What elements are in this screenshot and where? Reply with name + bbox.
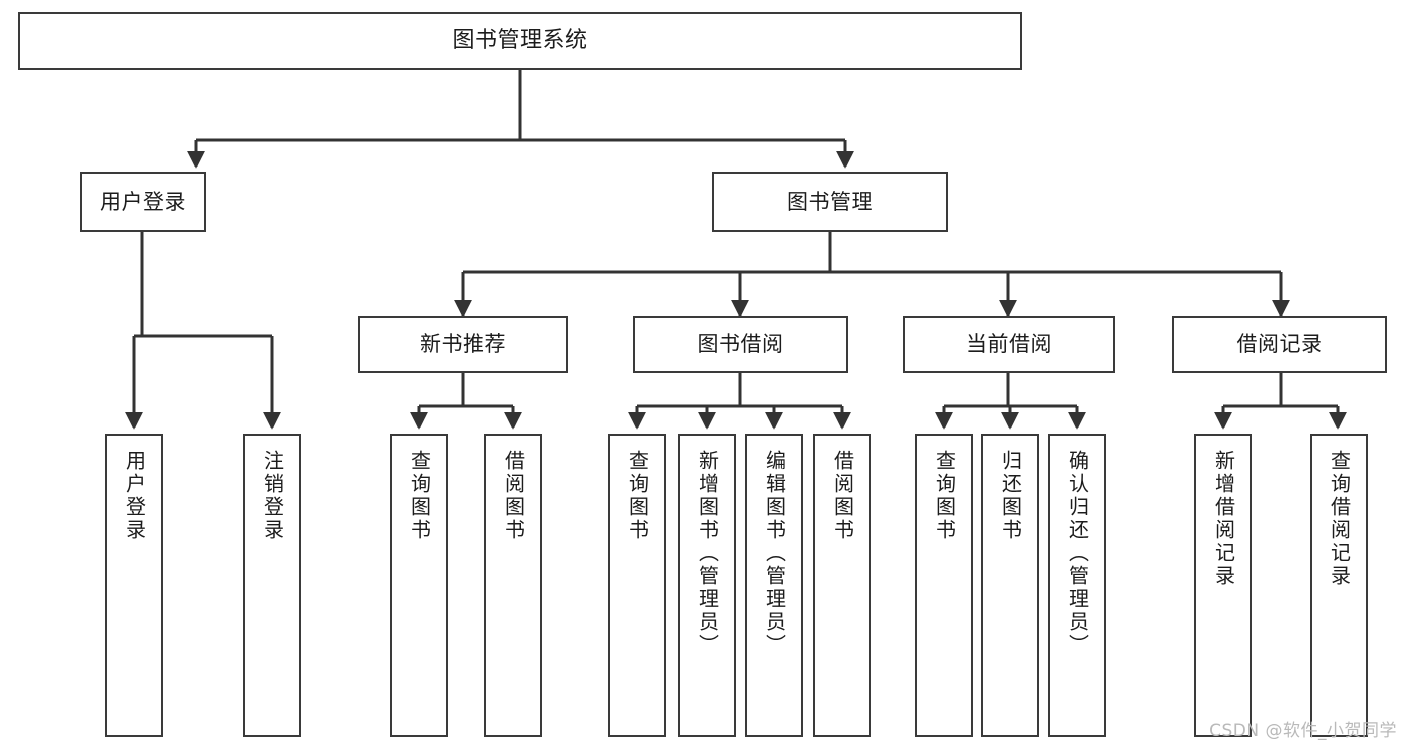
node-book-borrow[interactable]: 图书借阅 (633, 316, 848, 373)
node-current-borrow[interactable]: 当前借阅 (903, 316, 1115, 373)
node-leaf-edit-book[interactable]: 编辑图书（管理员） (745, 434, 803, 737)
node-leaf-user-login[interactable]: 用户登录 (105, 434, 163, 737)
node-leaf-confirm-return[interactable]: 确认归还（管理员） (1048, 434, 1106, 737)
node-book-manage[interactable]: 图书管理 (712, 172, 948, 232)
node-leaf-user-login-label: 用户登录 (122, 450, 147, 542)
node-book-manage-label: 图书管理 (787, 189, 873, 214)
node-new-book-recommend-label: 新书推荐 (420, 332, 506, 357)
node-user-login-label: 用户登录 (100, 189, 186, 214)
node-borrow-record[interactable]: 借阅记录 (1172, 316, 1387, 373)
node-leaf-confirm-return-label: 确认归还（管理员） (1065, 450, 1090, 657)
node-leaf-query-book-b[interactable]: 查询图书 (608, 434, 666, 737)
node-leaf-return-book-label: 归还图书 (998, 450, 1023, 542)
node-leaf-edit-book-label: 编辑图书（管理员） (762, 450, 787, 657)
node-leaf-query-book-c-label: 查询图书 (932, 450, 957, 542)
node-leaf-query-record-label: 查询借阅记录 (1327, 450, 1352, 588)
node-borrow-record-label: 借阅记录 (1236, 332, 1323, 357)
node-leaf-add-book[interactable]: 新增图书（管理员） (678, 434, 736, 737)
node-current-borrow-label: 当前借阅 (966, 332, 1052, 357)
node-leaf-borrow-book-a[interactable]: 借阅图书 (484, 434, 542, 737)
node-book-borrow-label: 图书借阅 (697, 332, 784, 357)
node-root[interactable]: 图书管理系统 (18, 12, 1022, 70)
node-leaf-return-book[interactable]: 归还图书 (981, 434, 1039, 737)
node-leaf-query-record[interactable]: 查询借阅记录 (1310, 434, 1368, 737)
node-leaf-query-book-a-label: 查询图书 (407, 450, 432, 542)
node-leaf-logout-login-label: 注销登录 (260, 450, 285, 542)
node-root-label: 图书管理系统 (452, 28, 588, 54)
watermark: CSDN @软件_小贺同学 (1209, 721, 1397, 741)
node-leaf-logout-login[interactable]: 注销登录 (243, 434, 301, 737)
node-leaf-query-book-b-label: 查询图书 (625, 450, 650, 542)
node-leaf-add-record-label: 新增借阅记录 (1211, 450, 1236, 588)
node-leaf-borrow-book-b[interactable]: 借阅图书 (813, 434, 871, 737)
node-leaf-borrow-book-a-label: 借阅图书 (501, 450, 526, 542)
node-leaf-borrow-book-b-label: 借阅图书 (830, 450, 855, 542)
node-leaf-query-book-c[interactable]: 查询图书 (915, 434, 973, 737)
node-leaf-query-book-a[interactable]: 查询图书 (390, 434, 448, 737)
node-user-login[interactable]: 用户登录 (80, 172, 206, 232)
node-leaf-add-book-label: 新增图书（管理员） (695, 450, 720, 657)
node-new-book-recommend[interactable]: 新书推荐 (358, 316, 568, 373)
node-leaf-add-record[interactable]: 新增借阅记录 (1194, 434, 1252, 737)
